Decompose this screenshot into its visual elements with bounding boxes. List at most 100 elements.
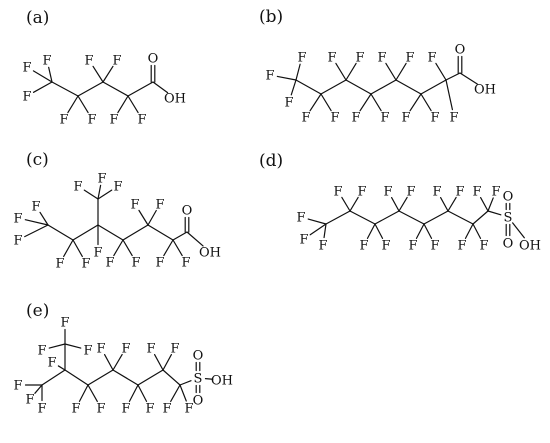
- bond-c3-f6: [64, 343, 82, 349]
- atom-label-f17: F: [184, 402, 193, 417]
- bond-c7-f14: [153, 353, 164, 371]
- atom-label-f16: F: [162, 402, 171, 417]
- bond-c1-c2: [295, 79, 322, 95]
- bond-c8-s: [179, 380, 192, 386]
- bond-c6-f12: [409, 93, 422, 112]
- atom-label-f1: F: [296, 211, 305, 226]
- atom-label-f14: F: [146, 342, 155, 357]
- atom-label-f9: F: [93, 246, 102, 261]
- bond-c1-f2: [32, 81, 53, 93]
- bond-s-o3: [204, 378, 214, 380]
- atom-label-f10: F: [105, 256, 114, 271]
- atom-label-f2: F: [13, 234, 22, 249]
- atom-label-s: S: [504, 211, 513, 226]
- atom-label-f2: F: [299, 233, 308, 248]
- panel-label-a: (a): [26, 8, 49, 28]
- bond-c3-f7: [374, 223, 384, 239]
- atom-label-f4: F: [37, 344, 46, 359]
- bond-c1-f2: [34, 384, 43, 394]
- atom-label-f4: F: [55, 257, 64, 272]
- atom-label-f5: F: [357, 185, 366, 200]
- atom-label-f15: F: [479, 239, 488, 254]
- atom-label-f7: F: [355, 51, 364, 66]
- bond-c7-f15: [172, 239, 183, 257]
- bond-c6-c7: [447, 210, 474, 225]
- atom-label-f10: F: [377, 51, 386, 66]
- atom-label-f7: F: [47, 356, 56, 371]
- bond-c1-f1: [24, 219, 49, 226]
- bond-c5-f11: [423, 223, 433, 239]
- bond-c6-f13: [137, 384, 148, 402]
- bond-c2-f7: [57, 365, 66, 371]
- bond-c2-c4: [64, 369, 89, 386]
- bond-c1-f3: [39, 211, 49, 226]
- bond-c6-f12: [128, 384, 139, 402]
- bond-c2-c3: [72, 224, 99, 241]
- bond-c1-f3: [295, 63, 301, 81]
- bond-c6-c7: [420, 79, 447, 95]
- bond-c5-c6: [112, 369, 139, 386]
- bond-c1-c2: [47, 224, 74, 241]
- bond-c8-o2: [186, 231, 204, 247]
- atom-label-f2: F: [284, 96, 293, 111]
- bond-c5-f10: [415, 223, 425, 239]
- bond-c6-f13: [420, 93, 432, 112]
- bond-c3-c4: [345, 79, 372, 95]
- atom-label-o2: OH: [199, 246, 221, 261]
- atom-label-f7: F: [112, 54, 121, 69]
- panel-label-d: (d): [259, 151, 283, 171]
- bond-c6-f12: [138, 209, 149, 226]
- bond-c2-c3: [320, 79, 347, 95]
- bond-c4-f9: [87, 384, 98, 403]
- atom-label-o1: O: [182, 204, 193, 219]
- panel-label-c: (c): [26, 150, 49, 170]
- bond-c7-c8: [162, 369, 181, 386]
- atom-label-f3: F: [42, 54, 51, 69]
- atom-label-f15: F: [449, 111, 458, 126]
- bond-c4-f6: [83, 189, 99, 200]
- atom-label-f3: F: [318, 239, 327, 254]
- atom-label-f9: F: [380, 111, 389, 126]
- atom-label-f13: F: [430, 111, 439, 126]
- bond-c2-f5: [72, 239, 83, 258]
- atom-label-f13: F: [455, 185, 464, 200]
- bond-c4-f8: [97, 189, 113, 200]
- atom-label-f2: F: [22, 90, 31, 105]
- bond-c1-c2: [41, 369, 66, 386]
- bond-c2-c3: [349, 210, 376, 225]
- atom-label-f4: F: [301, 111, 310, 126]
- bond-c2-c3: [77, 81, 104, 97]
- bond-c5-o2: [152, 81, 169, 94]
- bond-c4-f9: [127, 95, 139, 114]
- atom-label-f6: F: [327, 51, 336, 66]
- bond-c3-f4: [48, 343, 66, 349]
- atom-label-f5: F: [330, 111, 339, 126]
- bond-c1-f2: [309, 223, 327, 236]
- bond-c5-f11: [122, 239, 133, 257]
- bond-c4-c5: [127, 81, 154, 97]
- bond-c6-c7: [137, 369, 164, 386]
- atom-label-o3: OH: [211, 374, 233, 389]
- bond-c3-f6: [335, 62, 347, 81]
- bond-c4-f8: [78, 384, 89, 402]
- atom-label-f14: F: [457, 239, 466, 254]
- bond-c4-f7: [97, 184, 102, 200]
- bond-c6-f13: [447, 196, 457, 212]
- bond-c2-f4: [63, 239, 74, 258]
- bond-c5-f11: [112, 353, 123, 371]
- bond-c3-f6: [92, 65, 104, 83]
- atom-label-f13: F: [145, 402, 154, 417]
- atom-label-f4: F: [333, 185, 342, 200]
- bond-c8-s: [487, 210, 502, 216]
- bond-c6-f12: [440, 196, 449, 212]
- atom-label-f8: F: [383, 185, 392, 200]
- atom-label-o2: OH: [474, 83, 496, 98]
- atom-label-f1: F: [13, 212, 22, 227]
- atom-label-f11: F: [430, 239, 439, 254]
- atom-label-f11: F: [131, 256, 140, 271]
- bond-c6-f13: [147, 209, 157, 226]
